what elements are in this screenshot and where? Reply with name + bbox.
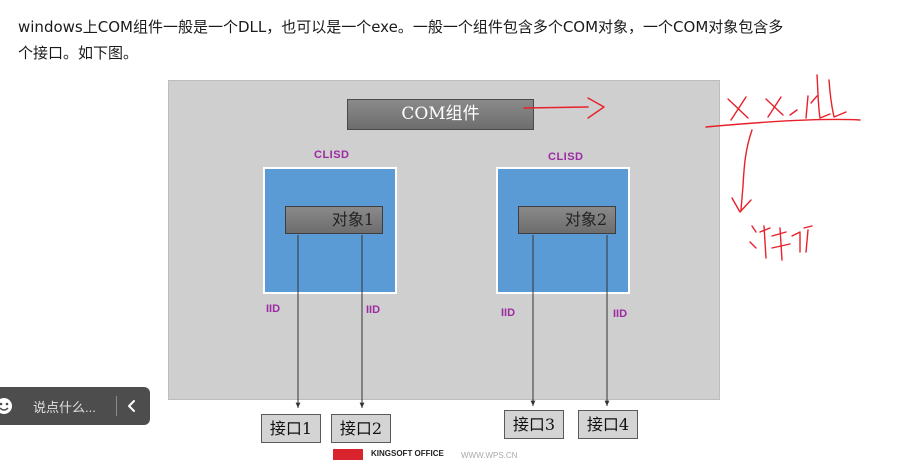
comment-bar-divider bbox=[116, 396, 117, 416]
interface-4-box: 接口4 bbox=[578, 410, 638, 439]
comment-input-placeholder[interactable]: 说点什么... bbox=[33, 400, 96, 415]
com-component-box: COM组件 bbox=[347, 99, 534, 130]
interface-1-box: 接口1 bbox=[261, 414, 321, 443]
red-underline bbox=[705, 118, 861, 128]
interface-3-box: 接口3 bbox=[504, 410, 564, 439]
iid-label-4: IID bbox=[613, 308, 628, 320]
kingsoft-brand-text: KINGSOFT OFFICE bbox=[371, 449, 444, 458]
clsid-label-2: CLISD bbox=[548, 151, 584, 163]
chevron-left-icon[interactable] bbox=[122, 396, 142, 416]
kingsoft-logo-icon bbox=[333, 449, 363, 460]
article-paragraph: windows上COM组件一般是一个DLL，也可以是一个exe。一般一个组件包含… bbox=[18, 14, 878, 66]
red-scribble-x1 bbox=[727, 96, 749, 121]
red-down-line bbox=[740, 129, 753, 211]
red-down-arrowhead bbox=[731, 197, 752, 213]
handwritten-annotations bbox=[523, 74, 861, 261]
red-arrow-head bbox=[587, 97, 605, 119]
red-scribble-dll bbox=[805, 74, 847, 119]
red-scribble-text bbox=[749, 225, 813, 261]
smiley-icon[interactable] bbox=[0, 396, 14, 416]
com-object-1-box: 对象1 bbox=[285, 206, 383, 234]
iid-label-1: IID bbox=[266, 303, 281, 315]
com-object-2-box: 对象2 bbox=[518, 206, 616, 234]
article-line-2: 个接口。如下图。 bbox=[18, 44, 139, 62]
article-line-1: windows上COM组件一般是一个DLL，也可以是一个exe。一般一个组件包含… bbox=[18, 18, 784, 36]
clsid-label-1: CLISD bbox=[314, 149, 350, 161]
kingsoft-url-text: WWW.WPS.CN bbox=[461, 451, 518, 460]
interface-2-box: 接口2 bbox=[331, 414, 391, 443]
red-scribble-comma bbox=[789, 109, 798, 116]
comment-bar[interactable]: 说点什么... bbox=[0, 387, 150, 425]
iid-label-2: IID bbox=[366, 304, 381, 316]
red-scribble-x2 bbox=[765, 96, 784, 118]
red-arrow-shaft bbox=[523, 106, 589, 109]
iid-label-3: IID bbox=[501, 307, 516, 319]
